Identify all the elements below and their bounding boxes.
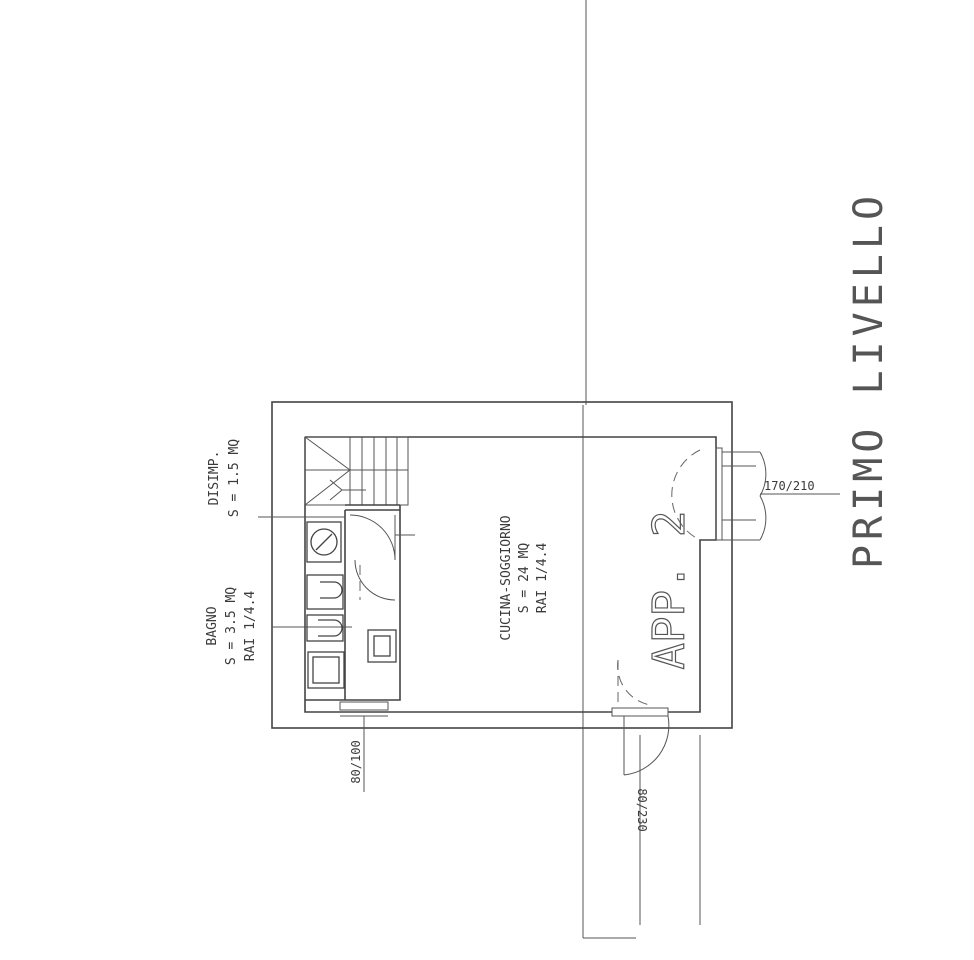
room-cucina-soggiorno: CUCINA-SOGGIORNO S = 24 MQ RAI 1/4.4	[499, 515, 550, 640]
unit-label: APP. 2	[644, 511, 695, 670]
partitions	[258, 504, 415, 701]
room-bagno: BAGNO S = 3.5 MQ RAI 1/4.4	[205, 587, 258, 665]
room-disimp: DISIMP. S = 1.5 MQ	[207, 439, 242, 517]
room-name: DISIMP.	[207, 451, 222, 506]
opening-size-170-210: 170/210	[764, 479, 815, 493]
outer-walls	[271, 401, 733, 729]
bathroom-fixtures	[306, 521, 397, 689]
room-name: BAGNO	[205, 606, 220, 645]
interior-doors	[349, 514, 396, 601]
opening-size-80-100: 80/100	[349, 740, 363, 783]
door-80-230	[611, 659, 670, 776]
room-name: CUCINA-SOGGIORNO	[499, 515, 514, 640]
entrance-door	[671, 447, 840, 541]
opening-size-80-230: 80/230	[635, 788, 649, 831]
window-80-100	[339, 701, 389, 792]
staircase	[304, 436, 409, 506]
room-area: S = 24 MQ	[517, 543, 532, 614]
site-lines	[582, 0, 701, 939]
drawing-title: PRIMO LIVELLO	[846, 191, 892, 569]
room-ratio: RAI 1/4.4	[243, 591, 258, 662]
room-area: S = 3.5 MQ	[224, 587, 239, 665]
room-area: S = 1.5 MQ	[227, 439, 242, 517]
room-ratio: RAI 1/4.4	[535, 543, 550, 614]
